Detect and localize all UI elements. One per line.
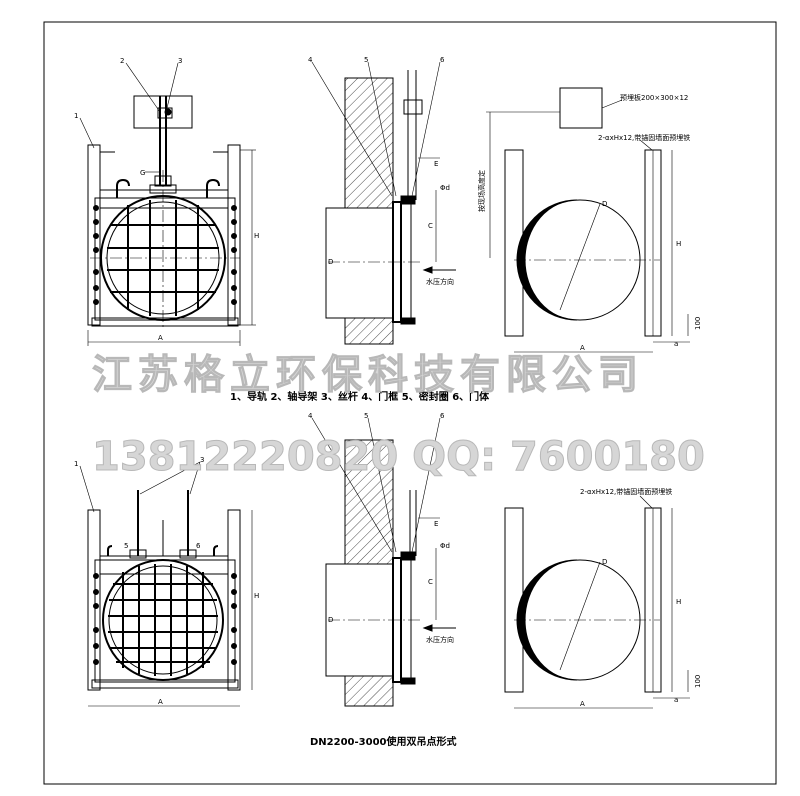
watermark-company: 江苏格立环保科技有限公司	[92, 352, 644, 398]
callout-4-b: 4	[308, 412, 313, 420]
dim-h-plan-b: H	[676, 598, 681, 606]
dim-a-small-b: a	[674, 696, 678, 704]
callout-1: 1	[74, 112, 78, 120]
embed-steel-label-b: 2-αxHx12,带锚固墙面预埋铁	[580, 487, 672, 496]
small-label-6: 6	[196, 542, 201, 550]
dim-100: 100	[694, 317, 702, 330]
dim-phi-d: Φd	[440, 184, 450, 192]
dim-a-plan-b: A	[580, 700, 585, 708]
dim-a-small: a	[674, 340, 678, 348]
embed-plate-box	[559, 87, 603, 129]
dim-phi-d-b: Φd	[440, 542, 450, 550]
dim-d-plan-b: D	[602, 558, 607, 566]
wall-hatch-lower-b	[344, 675, 394, 707]
watermark-contact: 13812220820 QQ: 7600180	[92, 434, 705, 480]
front-view-double-lift: 5 6 H A 1 3	[74, 456, 259, 707]
callout-4: 4	[308, 56, 313, 64]
lifting-hook-left	[116, 178, 130, 198]
guide-rail-right	[227, 144, 241, 326]
lifting-hook-right	[206, 178, 220, 198]
dim-e-b: E	[434, 520, 438, 528]
bottom-caption: DN2200-3000使用双吊点形式	[310, 735, 456, 748]
plan-view-single-lift: 预埋板200×300×12 2-αxHx12,带锚固墙面预埋铁 D 按现场高度定…	[477, 87, 702, 353]
door-grid-b	[108, 564, 218, 676]
lift-nut	[149, 184, 177, 194]
water-pressure-label: 水压方向	[426, 277, 454, 286]
callout-5: 5	[364, 56, 368, 64]
side-section-double-lift: C E Φd D 水压方向 4 5 6	[308, 412, 456, 707]
wall-hatch-lower	[344, 317, 394, 345]
guide-rail-right-b	[227, 509, 241, 691]
top-caption: 1、导轨 2、轴导架 3、丝杆 4、门框 5、密封圈 6、门体	[230, 390, 490, 403]
anchor-bolts-b	[93, 573, 237, 665]
callout-3: 3	[178, 57, 182, 65]
anchor-bolts	[93, 205, 237, 305]
callout-6-b: 6	[440, 412, 445, 420]
front-view-single-lift: G H A 1 2 3	[74, 57, 259, 346]
callout-5-b: 5	[364, 412, 368, 420]
embed-plate-label: 预埋板200×300×12	[620, 93, 688, 102]
dim-100-b: 100	[694, 675, 702, 688]
drawing-frame	[43, 21, 777, 785]
dim-h-b: H	[254, 592, 259, 600]
dim-a-b: A	[158, 698, 163, 706]
wall-hatch-upper	[344, 77, 394, 209]
dim-h-plan: H	[676, 240, 681, 248]
callout-1-b: 1	[74, 460, 78, 468]
side-section-single-lift: C E Φd D 水压方向 4 5 6	[308, 56, 456, 345]
plan-view-double-lift: 2-αxHx12,带锚固墙面预埋铁 D H 100 A a	[504, 487, 702, 709]
dim-d-side: D	[328, 258, 333, 266]
pipe-opening	[325, 207, 394, 319]
guide-rail-left-b	[87, 509, 101, 691]
door-disc-b	[102, 559, 224, 681]
dim-c-b: C	[428, 578, 433, 586]
dim-h: H	[254, 232, 259, 240]
callout-2: 2	[120, 57, 124, 65]
head-stock	[133, 95, 193, 129]
base-plate	[91, 317, 239, 327]
small-label-5: 5	[124, 542, 128, 550]
dim-d-plan: D	[602, 200, 607, 208]
dim-d-side-b: D	[328, 616, 333, 624]
callout-3-b: 3	[200, 456, 204, 464]
dim-e: E	[434, 160, 438, 168]
water-pressure-label-b: 水压方向	[426, 635, 454, 644]
embed-steel-label: 2-αxHx12,带锚固墙面预埋铁	[598, 133, 690, 142]
dim-a: A	[158, 334, 163, 342]
dim-a-plan: A	[580, 344, 585, 352]
callout-6: 6	[440, 56, 445, 64]
dim-c: C	[428, 222, 433, 230]
dim-g: G	[140, 169, 145, 177]
height-note: 按现场高度定	[477, 170, 486, 212]
